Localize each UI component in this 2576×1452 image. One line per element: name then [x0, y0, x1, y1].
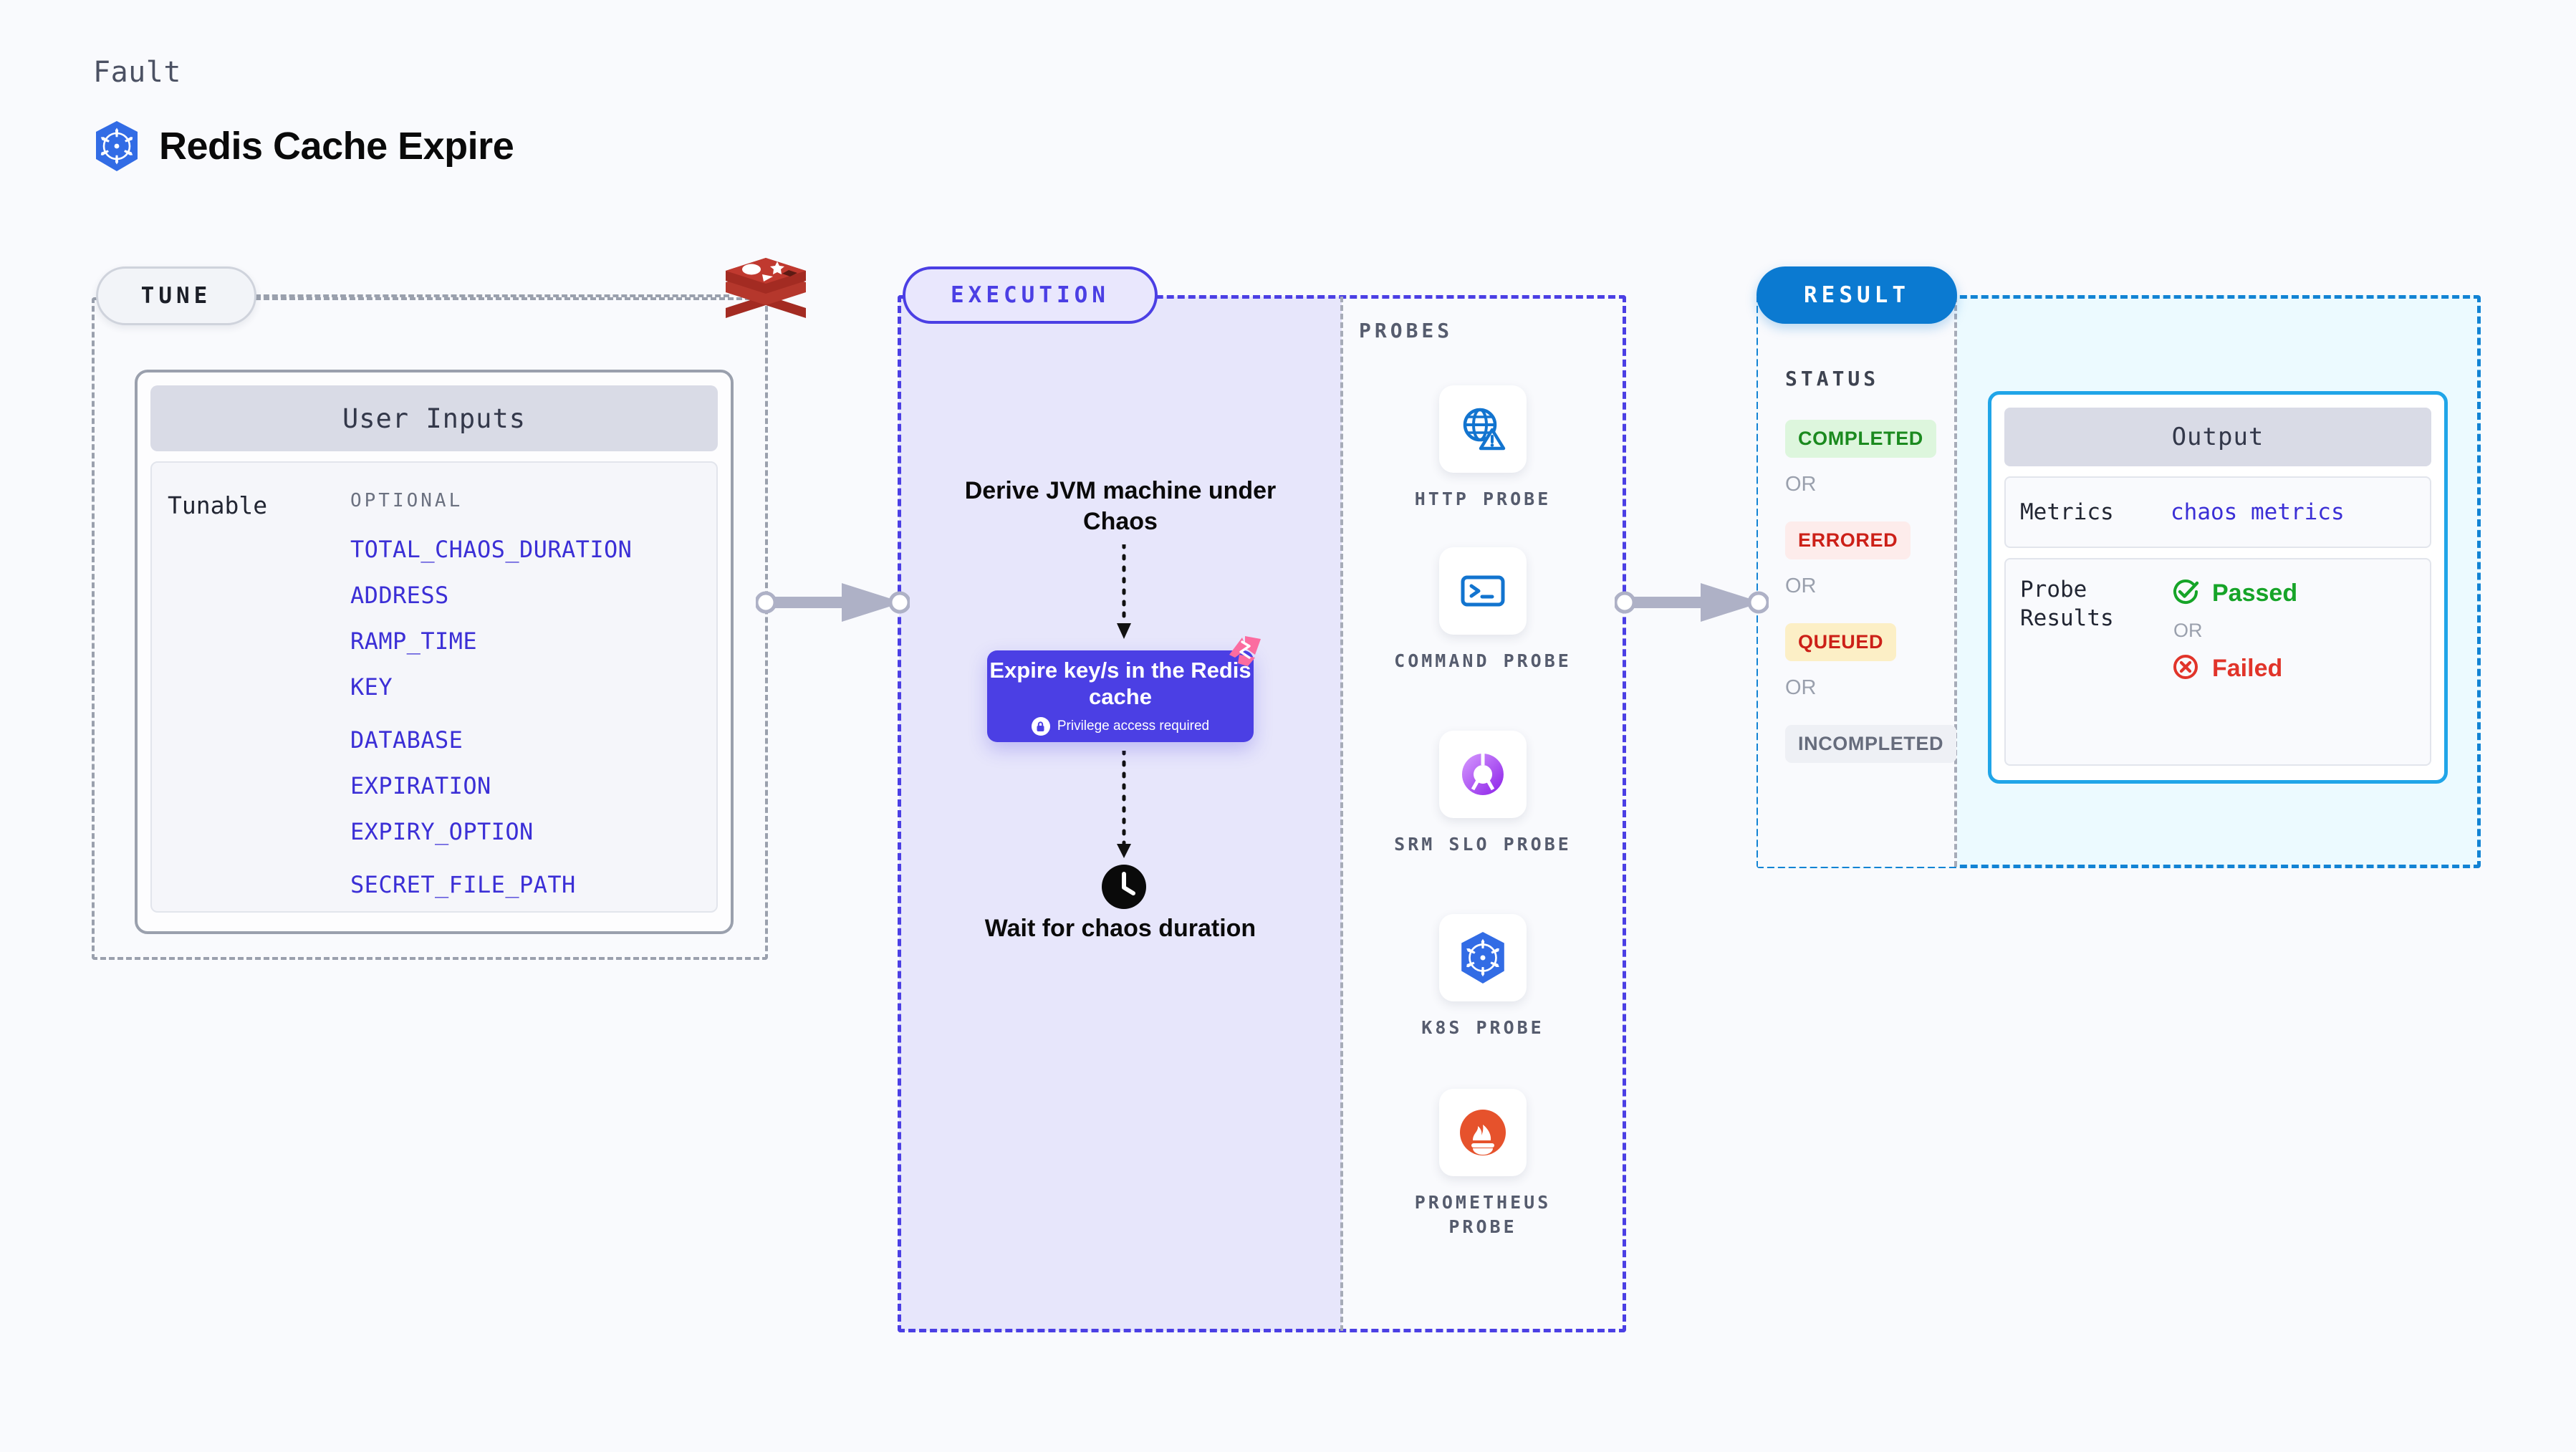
kubernetes-helm-icon	[93, 120, 140, 172]
slo-donut-check-icon	[1439, 731, 1527, 818]
probe-results-values: Passed OR Failed	[2171, 575, 2297, 685]
output-row-probe-results: Probe Results Passed OR	[2004, 558, 2431, 766]
probe-label: COMMAND PROBE	[1394, 650, 1572, 671]
lock-icon	[1031, 717, 1050, 736]
status-badge-incompleted: INCOMPLETED	[1785, 725, 1957, 763]
probes-section-label: PROBES	[1359, 319, 1453, 342]
probe-results-key: Probe Results	[2020, 577, 2114, 632]
execution-step-wait: Wait for chaos duration	[984, 915, 1256, 942]
tune-region	[92, 297, 768, 960]
harness-chaos-icon	[1224, 633, 1264, 668]
page-title-row: Redis Cache Expire	[93, 120, 514, 172]
tunable-list: OPTIONAL TOTAL_CHAOS_DURATION ADDRESS RA…	[350, 490, 702, 898]
tunable-item[interactable]: TOTAL_CHAOS_DURATION	[350, 536, 633, 563]
optional-group-label: OPTIONAL	[350, 490, 463, 511]
probes-divider	[1340, 297, 1343, 1331]
tunable-item[interactable]: ADDRESS	[350, 582, 449, 609]
status-or-3: OR	[1785, 676, 1817, 699]
probe-result-failed: Failed	[2171, 652, 2297, 685]
connector-tune-to-execution	[754, 580, 911, 625]
user-inputs-card: User Inputs Tunable OPTIONAL TOTAL_CHAOS…	[135, 370, 734, 934]
execution-pill[interactable]: EXECUTION	[903, 266, 1158, 324]
page-title: Redis Cache Expire	[159, 125, 514, 168]
chaos-card-note: Privilege access required	[1031, 717, 1210, 736]
probe-item-k8s[interactable]: K8S PROBE	[1375, 914, 1590, 1040]
tunable-item[interactable]: EXPIRY_OPTION	[350, 818, 534, 845]
tunable-item[interactable]: RAMP_TIME	[350, 628, 477, 655]
user-inputs-header: User Inputs	[150, 385, 718, 451]
status-panel	[1758, 297, 1957, 867]
tunable-row-label: Tunable	[168, 491, 268, 519]
execution-region	[898, 295, 1626, 1332]
clock-icon	[1101, 864, 1147, 910]
status-badge-completed: COMPLETED	[1785, 420, 1936, 458]
output-header: Output	[2004, 408, 2431, 466]
status-badge-errored: ERRORED	[1785, 521, 1911, 559]
x-circle-icon	[2171, 652, 2201, 685]
probe-or-label: OR	[2173, 620, 2203, 641]
kubernetes-helm-icon	[1439, 914, 1527, 1001]
execution-step-derive: Derive JVM machine under Chaos	[964, 477, 1277, 535]
execution-panel-fill	[899, 297, 1342, 1331]
probe-item-http[interactable]: HTTP PROBE	[1375, 385, 1590, 511]
tunable-body: Tunable OPTIONAL TOTAL_CHAOS_DURATION AD…	[150, 461, 718, 913]
metrics-key: Metrics	[2020, 499, 2114, 525]
status-badge-queued: QUEUED	[1785, 623, 1897, 661]
tunable-item[interactable]: DATABASE	[350, 726, 463, 754]
output-row-metrics: Metrics chaos metrics	[2004, 476, 2431, 548]
tunable-item[interactable]: SECRET_FILE_PATH	[350, 871, 576, 898]
chaos-card-title: Expire key/s in the Redis cache	[989, 657, 1251, 709]
page-eyebrow: Fault	[93, 56, 181, 89]
check-circle-icon	[2171, 577, 2201, 610]
status-section-label: STATUS	[1785, 367, 1880, 390]
probe-result-passed: Passed	[2171, 577, 2297, 610]
tunable-item[interactable]: EXPIRATION	[350, 772, 491, 799]
execution-chaos-card[interactable]: Expire key/s in the Redis cache Privileg…	[987, 650, 1254, 742]
probe-label: HTTP PROBE	[1414, 489, 1552, 509]
probe-item-srm-slo[interactable]: SRM SLO PROBE	[1375, 731, 1590, 857]
flow-arrow-down-2	[1108, 749, 1140, 861]
terminal-icon	[1439, 547, 1527, 635]
probe-label: PROMETHEUS PROBE	[1414, 1192, 1552, 1237]
connector-execution-to-result	[1613, 580, 1770, 625]
status-or-1: OR	[1785, 473, 1817, 496]
probe-label: SRM SLO PROBE	[1394, 834, 1572, 855]
tunable-item[interactable]: KEY	[350, 673, 393, 701]
probe-label: K8S PROBE	[1421, 1017, 1544, 1038]
probe-passed-label: Passed	[2212, 579, 2298, 607]
chaos-card-note-text: Privilege access required	[1057, 718, 1210, 734]
probe-failed-label: Failed	[2212, 654, 2283, 682]
tune-target-connector	[255, 294, 729, 297]
result-pill[interactable]: RESULT	[1756, 266, 1957, 324]
prometheus-flame-icon	[1439, 1089, 1527, 1176]
flow-arrow-down-1	[1108, 542, 1140, 642]
tune-pill[interactable]: TUNE	[96, 266, 256, 325]
output-card: Output Metrics chaos metrics Probe Resul…	[1988, 391, 2448, 784]
redis-logo-icon	[719, 252, 813, 340]
metrics-value[interactable]: chaos metrics	[2171, 499, 2345, 525]
probe-item-command[interactable]: COMMAND PROBE	[1375, 547, 1590, 673]
globe-warning-icon	[1439, 385, 1527, 473]
status-or-2: OR	[1785, 574, 1817, 597]
probe-item-prometheus[interactable]: PROMETHEUS PROBE	[1375, 1089, 1590, 1239]
